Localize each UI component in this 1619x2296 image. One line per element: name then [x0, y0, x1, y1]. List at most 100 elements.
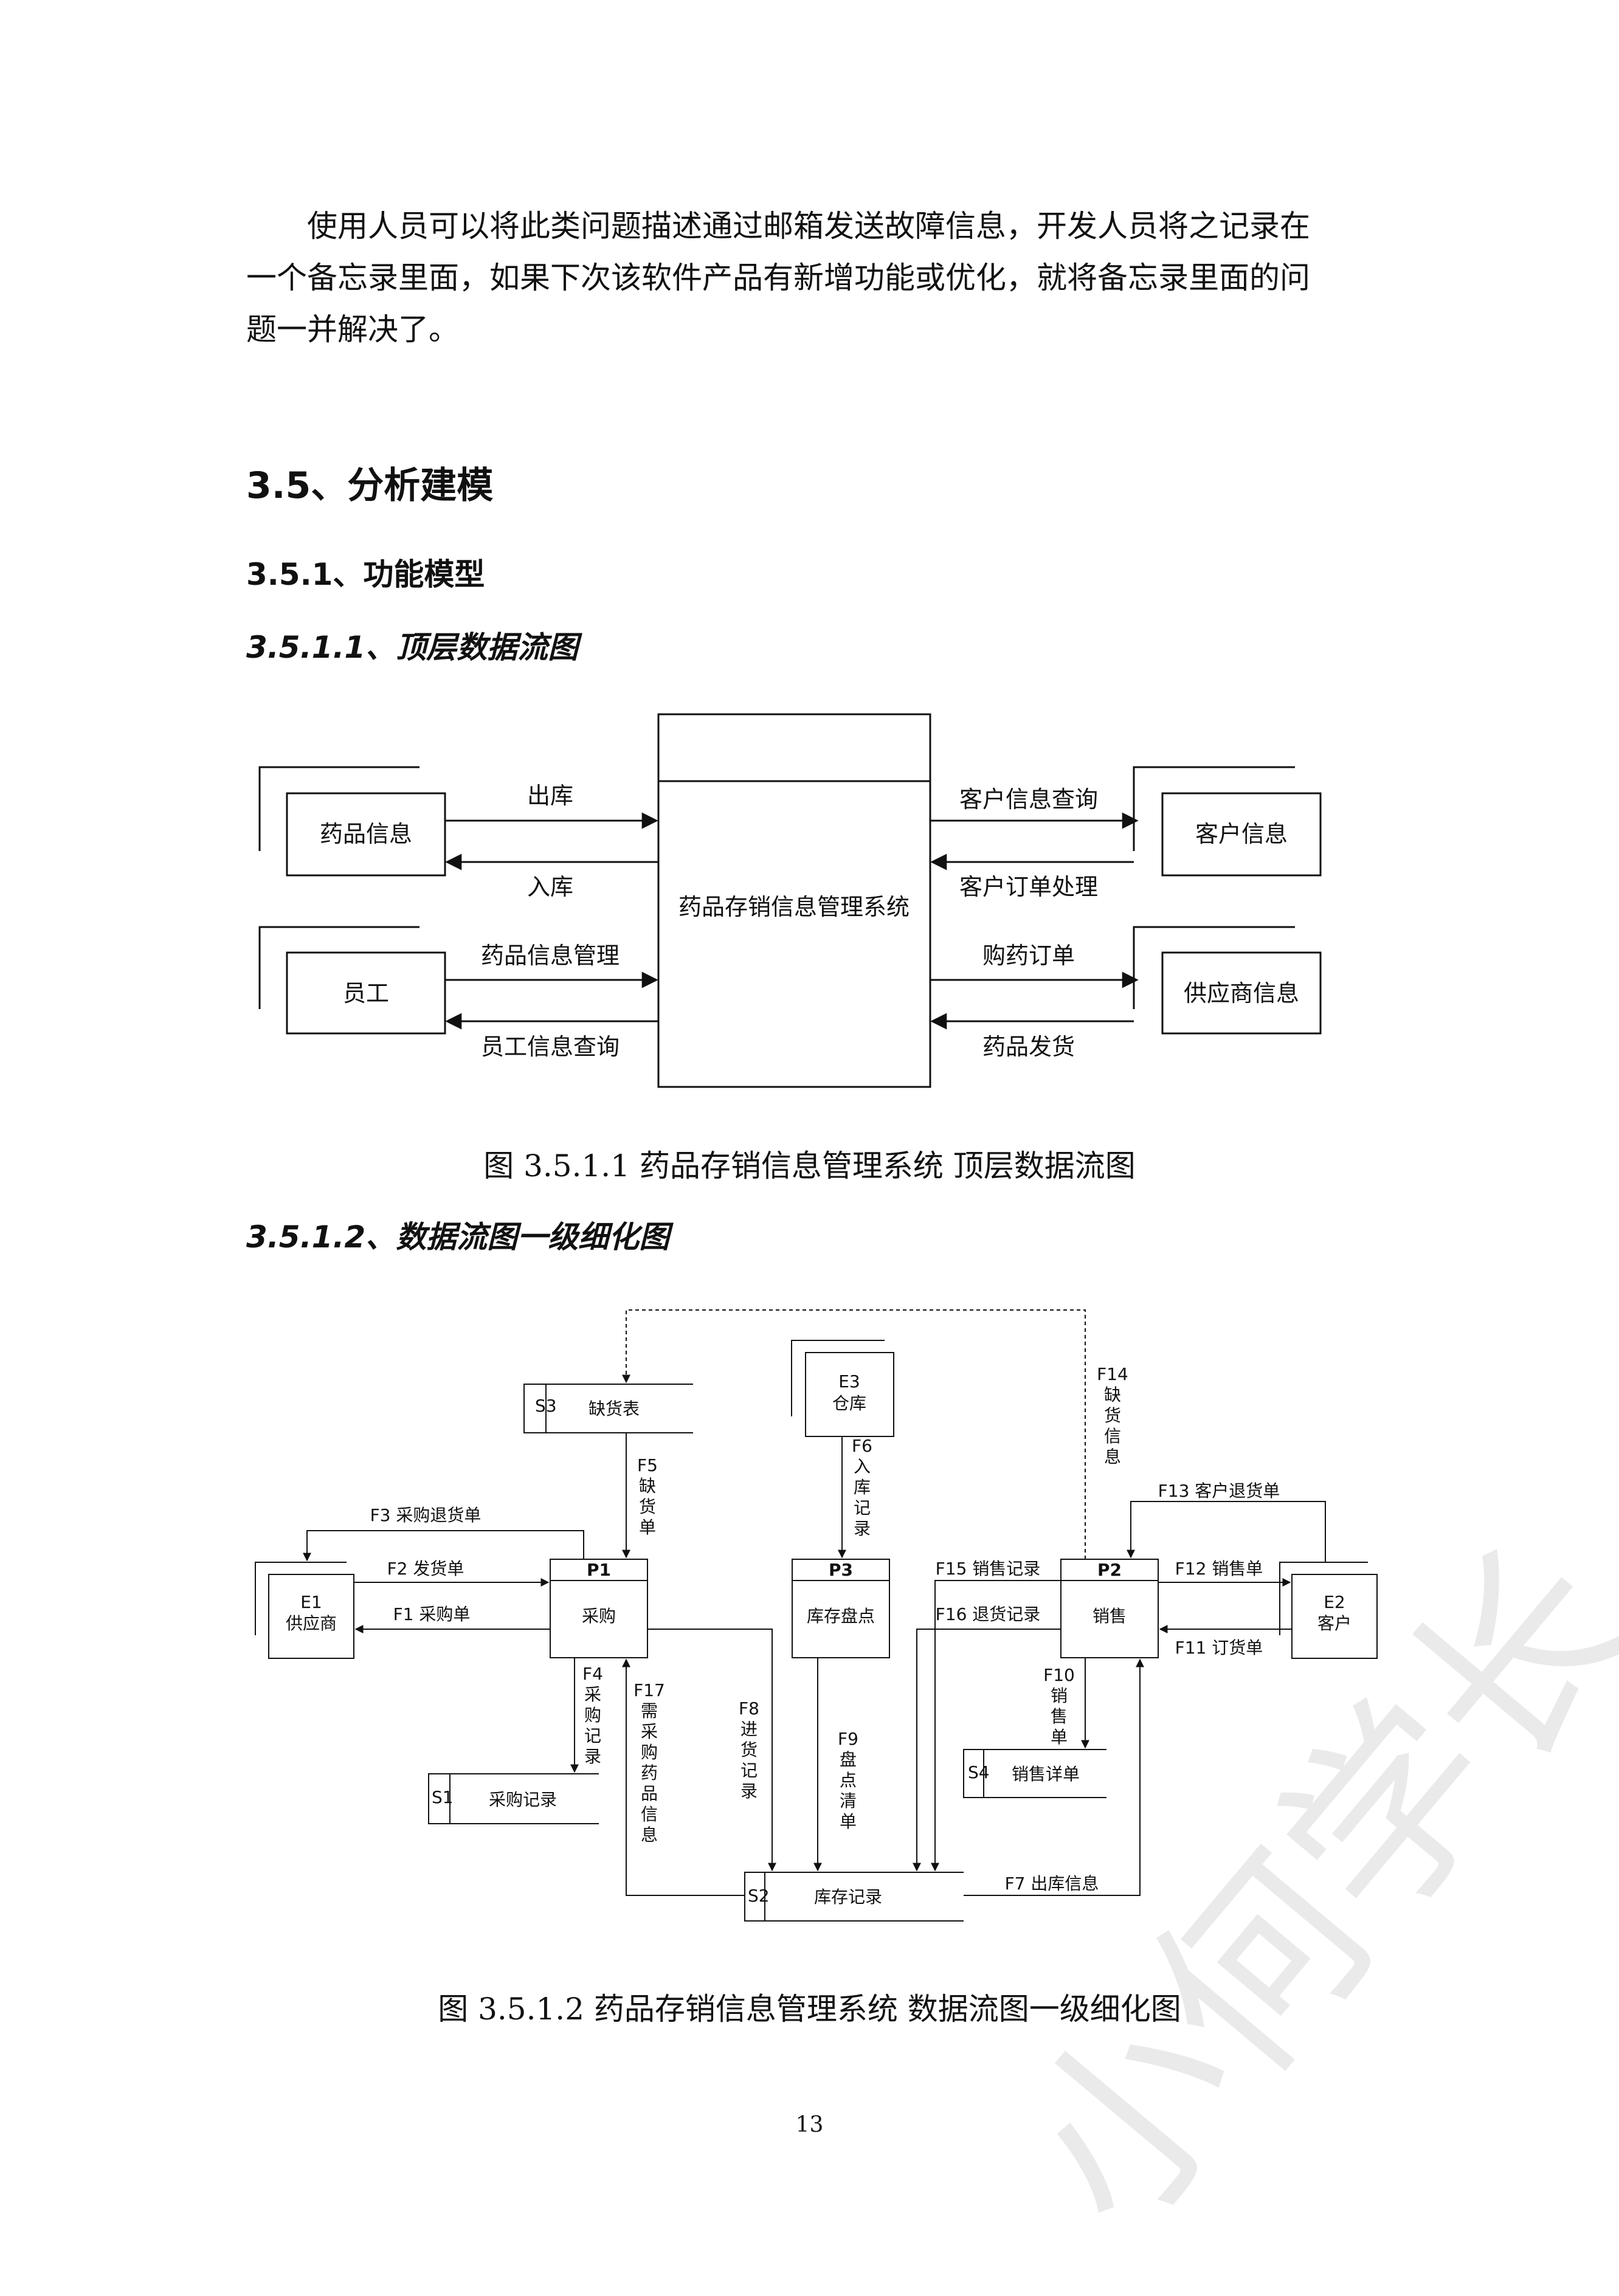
flow-f9-id: F9: [838, 1729, 858, 1749]
entity-drug-info-label: 药品信息: [320, 821, 412, 847]
flow-f4-char-1: 采: [584, 1684, 601, 1705]
flow-f17-id: F17: [633, 1680, 665, 1700]
entity-supplier-info-label: 供应商信息: [1184, 980, 1299, 1007]
store-s1-id: S1: [432, 1787, 454, 1807]
store-s4-id: S4: [968, 1762, 990, 1782]
process-p1-box: [550, 1559, 648, 1658]
entity-employee-shadow: [258, 926, 419, 1009]
flow-f5-char-2: 货: [639, 1497, 656, 1517]
store-s2-shape: [744, 1872, 964, 1922]
flow-f17-char-1: 需: [641, 1701, 658, 1721]
flow-f9-char-2: 点: [840, 1770, 857, 1790]
flow-f16-line: [913, 1629, 1061, 1872]
flow-f7-line: [964, 1658, 1144, 1896]
flow-f17-char-4: 药: [641, 1763, 658, 1783]
flow-f1-label: F1 采购单: [393, 1604, 471, 1624]
flow-f8-id: F8: [739, 1698, 759, 1719]
entity-drug-info-shadow: [258, 766, 419, 851]
flow-f6-char-3: 记: [854, 1498, 871, 1518]
process-p2-id: P2: [1097, 1560, 1122, 1580]
flow-drug-mgmt-label: 药品信息管理: [481, 942, 620, 969]
process-p3-id: P3: [829, 1560, 853, 1580]
flow-f17-char-6: 信: [641, 1804, 658, 1824]
flow-f6-char-2: 库: [854, 1477, 871, 1497]
figure-caption-1: 图 3.5.1.1 药品存销信息管理系统 顶层数据流图: [483, 1148, 1136, 1184]
flow-f10-char-1: 销: [1051, 1686, 1068, 1706]
entity-e1-box: [268, 1574, 354, 1659]
section-heading-3-5-1: 3.5.1、功能模型: [246, 557, 485, 592]
flow-f11-label: F11 订货单: [1175, 1638, 1263, 1658]
flow-f17-char-5: 品: [641, 1784, 658, 1804]
flow-f10-char-2: 售: [1051, 1706, 1068, 1726]
flow-f14-line: [622, 1309, 1086, 1559]
flow-f9-char-3: 清: [840, 1791, 857, 1811]
entity-employee-box: [286, 951, 446, 1035]
entity-supplier-info-box: [1161, 951, 1322, 1035]
flow-f17-line: [622, 1658, 745, 1896]
flow-f8-line: [647, 1629, 776, 1872]
flow-f2-label: F2 发货单: [387, 1559, 464, 1579]
entity-e1-label: 供应商: [286, 1613, 337, 1633]
process-p3-label: 库存盘点: [807, 1606, 875, 1626]
process-p2-label: 销售: [1093, 1606, 1127, 1626]
store-s3-id: S3: [535, 1396, 557, 1416]
entity-customer-info-label: 客户信息: [1195, 821, 1288, 847]
flow-f17-char-2: 采: [641, 1722, 658, 1742]
top-level-dfd: 药品存销信息管理系统 药品信息 员工 客户信息 供应商信息 出库 入库 药品信息…: [258, 713, 1322, 1088]
flow-f5-id: F5: [637, 1455, 658, 1475]
flow-f4-char-2: 购: [584, 1705, 601, 1725]
flow-f10-char-3: 单: [1051, 1727, 1068, 1747]
entity-employee-label: 员工: [343, 980, 389, 1007]
flow-f6-id: F6: [852, 1436, 872, 1456]
entity-e2-id: E2: [1324, 1592, 1345, 1612]
store-s4-shape: [963, 1749, 1106, 1798]
entity-e3-id: E3: [838, 1371, 860, 1391]
process-p2-box: [1060, 1559, 1159, 1658]
flow-f16-label: F16 退货记录: [936, 1604, 1041, 1624]
store-s4-label: 销售详单: [1012, 1764, 1080, 1784]
flow-f7-label: F7 出库信息: [1005, 1874, 1099, 1894]
store-s2-label: 库存记录: [814, 1887, 882, 1907]
entity-e3-shadow: [791, 1340, 885, 1416]
intro-paragraph: 使用人员可以将此类问题描述通过邮箱发送故障信息，开发人员将之记录在 一个备忘录里…: [246, 201, 1383, 356]
section-heading-3-5: 3.5、分析建模: [246, 464, 494, 507]
system-label: 药品存销信息管理系统: [678, 894, 910, 920]
flow-purchase-order-label: 购药订单: [982, 942, 1075, 969]
flow-f9-char-4: 单: [840, 1812, 857, 1832]
flow-f10-id: F10: [1043, 1665, 1075, 1685]
store-s3-label: 缺货表: [589, 1399, 640, 1419]
page-number: 13: [795, 2112, 824, 2137]
flow-f15-line: [931, 1580, 1061, 1872]
store-s2-id: S2: [748, 1886, 770, 1906]
entity-drug-info-box: [286, 792, 446, 877]
intro-line-3: 题一并解决了。: [246, 312, 459, 347]
flow-f14-char-4: 息: [1104, 1447, 1121, 1467]
intro-line-1: 使用人员可以将此类问题描述通过邮箱发送故障信息，开发人员将之记录在: [307, 209, 1310, 244]
entity-customer-info-box: [1161, 792, 1322, 877]
flow-f4-char-4: 录: [584, 1746, 601, 1767]
flow-out-stock-label: 出库: [527, 782, 573, 809]
flow-f5-char-1: 缺: [639, 1476, 656, 1496]
flow-f12-label: F12 销售单: [1175, 1559, 1263, 1579]
flow-f13-line: [1127, 1501, 1326, 1562]
entity-e2-box: [1291, 1574, 1378, 1659]
flow-f3-label: F3 采购退货单: [370, 1505, 482, 1525]
flow-f14-char-2: 货: [1104, 1405, 1121, 1426]
flow-f4-id: F4: [582, 1664, 603, 1684]
flow-f8-char-1: 进: [740, 1719, 758, 1739]
figure-caption-2: 图 3.5.1.2 药品存销信息管理系统 数据流图一级细化图: [438, 1991, 1181, 2027]
entity-e1-shadow: [255, 1562, 347, 1635]
entity-e3-box: [805, 1352, 894, 1437]
flow-f6-char-1: 入: [854, 1457, 871, 1477]
process-p3-box: [792, 1559, 890, 1658]
store-s3-shape: [523, 1384, 693, 1433]
flow-f15-label: F15 销售记录: [936, 1559, 1041, 1579]
intro-line-2: 一个备忘录里面，如果下次该软件产品有新增功能或优化，就将备忘录里面的问: [246, 260, 1310, 295]
level-1-dfd: S3 缺货表 E3 仓库 E1 供应商 P1 采购 P3 库存盘点 P2 销售 …: [255, 1309, 1378, 1922]
section-heading-3-5-1-1: 3.5.1.1、顶层数据流图: [246, 630, 579, 665]
entity-e2-shadow: [1279, 1562, 1368, 1635]
flow-f8-char-2: 货: [740, 1740, 758, 1760]
flow-f14-char-3: 信: [1104, 1426, 1121, 1446]
flow-f9-char-1: 盘: [840, 1750, 857, 1770]
flow-emp-query-label: 员工信息查询: [481, 1033, 620, 1060]
